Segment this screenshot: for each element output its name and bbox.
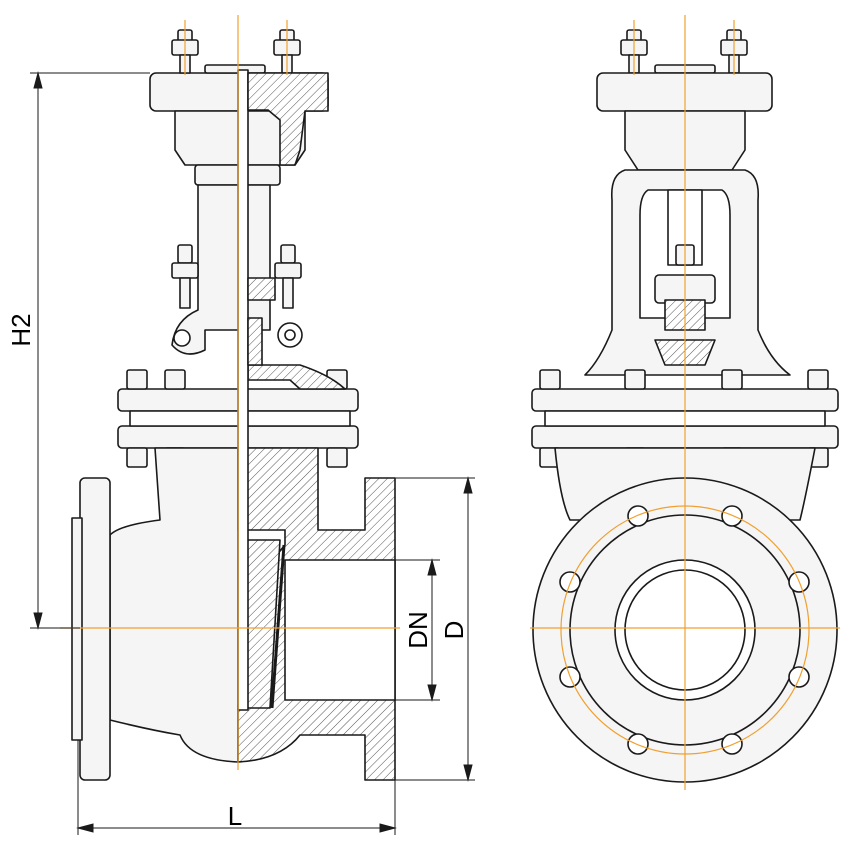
side-top-bolts [620,29,748,74]
label-l: L [228,801,242,831]
top-bolts [171,29,301,74]
label-dn: DN [403,611,433,649]
label-d: D [439,621,469,640]
centerlines [60,15,840,790]
yoke-bolts [171,244,302,309]
front-view [71,29,396,781]
body-bore [284,559,396,701]
left-end-flange [79,477,111,781]
bonnet-section [247,364,346,390]
valve-body [109,447,239,763]
dimensions [30,71,475,835]
bonnet-inner-section [247,72,329,166]
body-bolts [126,369,348,468]
label-h2: H2 [6,313,36,346]
stem [237,69,249,711]
